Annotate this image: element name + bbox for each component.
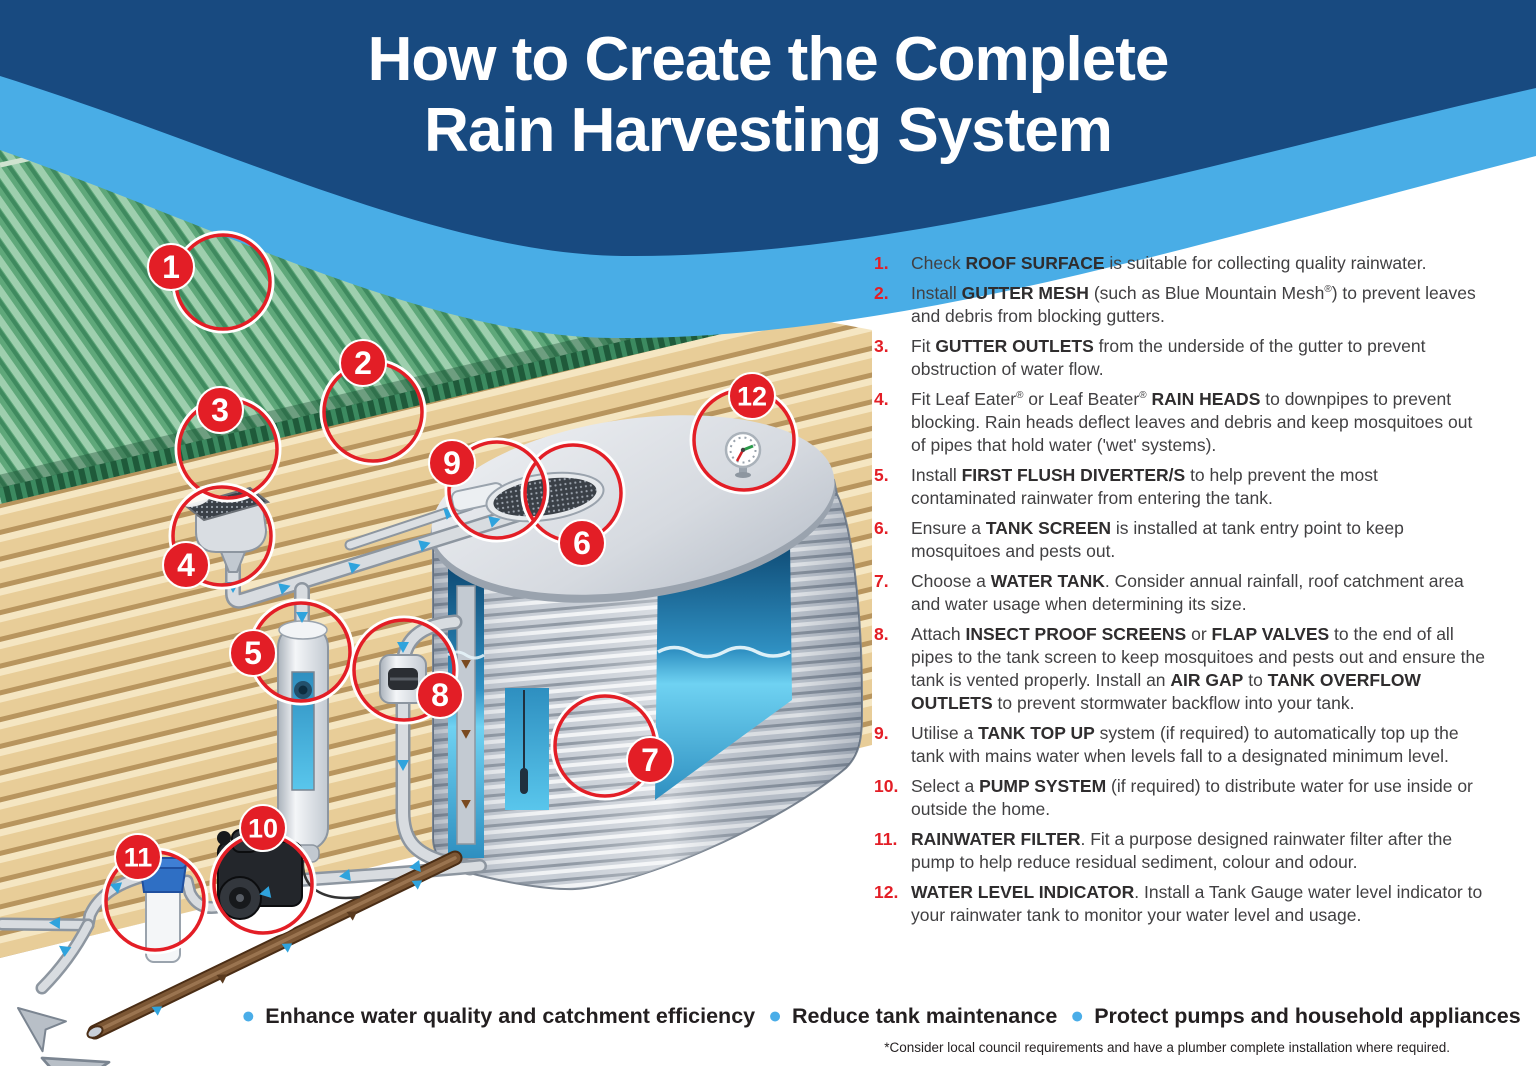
water-level-gauge-icon (724, 431, 762, 478)
step-text: Select a PUMP SYSTEM (if required) to di… (911, 776, 1473, 819)
step-item-3: 3. Fit GUTTER OUTLETS from the underside … (874, 335, 1486, 381)
step-text: Install GUTTER MESH (such as Blue Mounta… (911, 283, 1476, 326)
step-number: 3. (874, 336, 889, 356)
step-number: 7. (874, 571, 889, 591)
bullet-dot-icon: ● (241, 1002, 256, 1028)
water-surface (657, 645, 791, 659)
bullet-dot-icon: ● (1070, 1002, 1085, 1028)
drain-hose (301, 859, 361, 900)
pump-suction-pipe (293, 859, 487, 887)
steps-list: 1. Check ROOF SURFACE is suitable for col… (874, 252, 1486, 927)
marker-3: 3 (174, 386, 282, 503)
marker-number: 7 (641, 742, 659, 778)
disclaimer: *Consider local council requirements and… (884, 1040, 1450, 1055)
benefit-text: Protect pumps and household appliances (1094, 1004, 1521, 1028)
step-number: 5. (874, 465, 889, 485)
step-text: Fit GUTTER OUTLETS from the underside of… (911, 336, 1426, 379)
step-number: 4. (874, 389, 889, 409)
marker-number: 2 (354, 345, 372, 381)
step-number: 11. (874, 829, 898, 849)
marker-number: 3 (211, 392, 229, 428)
marker-8: 8 (349, 615, 464, 725)
step-text: WATER LEVEL INDICATOR. Install a Tank Ga… (911, 882, 1483, 925)
step-item-10: 10. Select a PUMP SYSTEM (if required) to… (874, 775, 1486, 821)
tank-cutaway-middle (505, 688, 549, 810)
supply-arrow (5, 992, 67, 1053)
step-number: 10. (874, 776, 899, 796)
overflow-pipe (395, 614, 478, 876)
marker-number: 5 (244, 635, 262, 671)
internal-pipe (456, 585, 476, 845)
wet-system-pipe (225, 503, 536, 609)
tank-cutaway-right (655, 542, 792, 800)
step-number: 12. (874, 882, 899, 902)
marker-number: 11 (124, 843, 153, 873)
benefit-item-2: ● Reduce tank maintenance (768, 1002, 1057, 1029)
marker-2: 2 (319, 339, 427, 466)
step-item-1: 1. Check ROOF SURFACE is suitable for col… (874, 252, 1486, 275)
marker-9: 9 (428, 437, 550, 543)
page-title: How to Create the Complete Rain Harvesti… (0, 24, 1536, 166)
marker-1: 1 (147, 230, 275, 334)
swoosh-dark (0, 0, 1536, 257)
benefit-text: Reduce tank maintenance (792, 1004, 1058, 1028)
step-text: Install FIRST FLUSH DIVERTER/S to help p… (911, 465, 1378, 508)
step-item-8: 8. Attach INSECT PROOF SCREENS or FLAP VA… (874, 623, 1486, 715)
bullet-dot-icon: ● (768, 1002, 783, 1028)
step-number: 6. (874, 518, 889, 538)
title-line-1: How to Create the Complete (367, 25, 1170, 94)
step-item-5: 5. Install FIRST FLUSH DIVERTER/S to help… (874, 464, 1486, 510)
step-number: 8. (874, 624, 889, 644)
benefit-item-1: ● Enhance water quality and catchment eff… (241, 1002, 755, 1029)
pump-icon (217, 829, 303, 920)
benefit-text: Enhance water quality and catchment effi… (265, 1004, 756, 1028)
step-text: Ensure a TANK SCREEN is installed at tan… (911, 518, 1404, 561)
marker-6: 6 (520, 440, 626, 567)
marker-11: 11 (101, 833, 209, 955)
title-line-2: Rain Harvesting System (424, 96, 1113, 165)
step-text: Choose a WATER TANK. Consider annual rai… (911, 571, 1464, 614)
marker-number: 9 (443, 445, 461, 481)
header-banner (0, 0, 1536, 339)
step-text: RAINWATER FILTER. Fit a purpose designed… (911, 829, 1453, 872)
step-text: Fit Leaf Eater® or Leaf Beater® RAIN HEA… (911, 389, 1473, 455)
marker-number: 12 (737, 382, 767, 412)
marker-number: 8 (431, 677, 449, 713)
step-item-2: 2. Install GUTTER MESH (such as Blue Moun… (874, 282, 1486, 328)
marker-number: 4 (177, 547, 195, 583)
stormwater-pipe (29, 850, 463, 1066)
footer-benefits: ● Enhance water quality and catchment eff… (240, 1002, 1522, 1029)
step-item-11: 11. RAINWATER FILTER. Fit a purpose desig… (874, 828, 1486, 874)
step-text: Utilise a TANK TOP UP system (if require… (911, 723, 1459, 766)
step-text: Attach INSECT PROOF SCREENS or FLAP VALV… (911, 624, 1485, 713)
marker-12: 12 (689, 372, 799, 495)
step-item-4: 4. Fit Leaf Eater® or Leaf Beater® RAIN H… (874, 388, 1486, 457)
step-item-6: 6. Ensure a TANK SCREEN is installed at t… (874, 517, 1486, 563)
benefit-item-3: ● Protect pumps and household appliances (1070, 1002, 1520, 1029)
marker-number: 10 (248, 814, 278, 844)
step-number: 1. (874, 253, 889, 273)
step-item-7: 7. Choose a WATER TANK. Consider annual r… (874, 570, 1486, 616)
water-tank (430, 415, 863, 891)
step-item-12: 12. WATER LEVEL INDICATOR. Install a Tank… (874, 881, 1486, 927)
marker-5: 5 (229, 598, 355, 706)
marker-number: 6 (573, 525, 591, 561)
step-item-9: 9. Utilise a TANK TOP UP system (if requi… (874, 722, 1486, 768)
marker-4: 4 (162, 482, 276, 590)
step-text: Check ROOF SURFACE is suitable for colle… (911, 253, 1427, 273)
marker-number: 1 (162, 249, 180, 285)
float-weight (520, 768, 528, 794)
marker-7: 7 (550, 691, 674, 801)
marker-10: 10 (209, 804, 317, 938)
step-number: 2. (874, 283, 889, 303)
step-number: 9. (874, 723, 889, 743)
